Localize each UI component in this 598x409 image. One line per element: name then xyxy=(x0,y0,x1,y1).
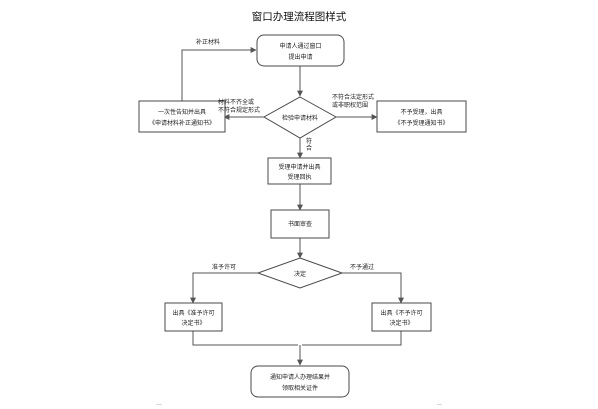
label-compliant-line1: 符 xyxy=(306,137,312,145)
node-inform-line2: 《申请材料补正通知书》 xyxy=(149,119,215,127)
node-decide: 决定 xyxy=(256,257,344,289)
node-accept-line1: 受理申请并出具 xyxy=(278,163,320,171)
edges xyxy=(181,47,404,366)
node-grant-line1: 出具《准予许可 xyxy=(172,309,214,317)
label-supplement: 补正材料 xyxy=(196,38,220,46)
node-review: 书面审查 xyxy=(270,209,330,239)
label-out-of-scope-line1: 不符合法定形式 xyxy=(332,93,374,101)
edge-deny-merge xyxy=(302,331,402,346)
node-check: 检验申请材料 xyxy=(262,96,338,139)
label-grant: 准予许可 xyxy=(212,263,236,271)
node-notify-shape xyxy=(250,365,350,398)
node-deny: 出具《不予许可 决定书》 xyxy=(371,302,432,332)
node-review-label: 书面审查 xyxy=(288,220,312,228)
edge-grant-merge xyxy=(192,331,298,346)
node-notify-line1: 通知申请人办理结果并 xyxy=(270,373,330,381)
node-inform: 一次性告知并出具 《申请材料补正通知书》 xyxy=(138,100,226,133)
node-apply-line1: 申请人通过窗口 xyxy=(279,42,321,50)
node-apply: 申请人通过窗口 提出申请 xyxy=(256,34,345,67)
node-grant: 出具《准予许可 决定书》 xyxy=(164,302,223,332)
edge-decide-to-grant xyxy=(190,272,258,304)
scan-specks xyxy=(156,404,442,405)
node-check-shape xyxy=(262,96,338,139)
node-decide-shape xyxy=(256,257,344,289)
page-title: 窗口办理流程图样式 xyxy=(252,10,347,23)
node-check-label: 检验申请材料 xyxy=(282,114,318,122)
edge-supplement-loop xyxy=(181,47,257,101)
edge-decide-to-deny xyxy=(342,272,404,304)
node-reject: 不予受理，出具 《不予受理通知书》 xyxy=(376,100,467,133)
node-grant-line2: 决定书》 xyxy=(181,319,205,327)
node-notify-line2: 领取相关证件 xyxy=(282,384,318,392)
node-accept-line2: 受理回执 xyxy=(287,173,311,181)
node-accept: 受理申请并出具 受理回执 xyxy=(267,157,332,185)
label-incomplete-line1: 材料不齐全或 xyxy=(218,98,254,106)
node-deny-shape xyxy=(371,302,432,332)
node-apply-line2: 提出申请 xyxy=(288,53,312,61)
node-deny-line2: 决定书》 xyxy=(389,319,413,327)
node-reject-line2: 《不予受理通知书》 xyxy=(394,119,448,127)
node-apply-shape xyxy=(256,34,345,67)
node-inform-shape xyxy=(138,100,226,133)
node-reject-shape xyxy=(376,100,467,133)
node-accept-shape xyxy=(267,157,332,185)
node-deny-line1: 出具《不予许可 xyxy=(380,309,422,317)
label-incomplete-line2: 不符合规定形式 xyxy=(218,106,260,114)
label-out-of-scope-line2: 或非职权范围 xyxy=(332,101,368,109)
node-reject-line1: 不予受理，出具 xyxy=(400,108,442,116)
speck xyxy=(156,404,162,405)
label-deny: 不予通过 xyxy=(350,263,374,271)
node-notify: 通知申请人办理结果并 领取相关证件 xyxy=(250,365,350,398)
node-review-shape xyxy=(270,209,330,239)
label-compliant-line2: 合 xyxy=(306,144,312,152)
node-decide-label: 决定 xyxy=(294,270,306,278)
node-grant-shape xyxy=(164,302,223,332)
speck xyxy=(437,404,442,405)
node-inform-line1: 一次性告知并出具 xyxy=(158,108,206,116)
